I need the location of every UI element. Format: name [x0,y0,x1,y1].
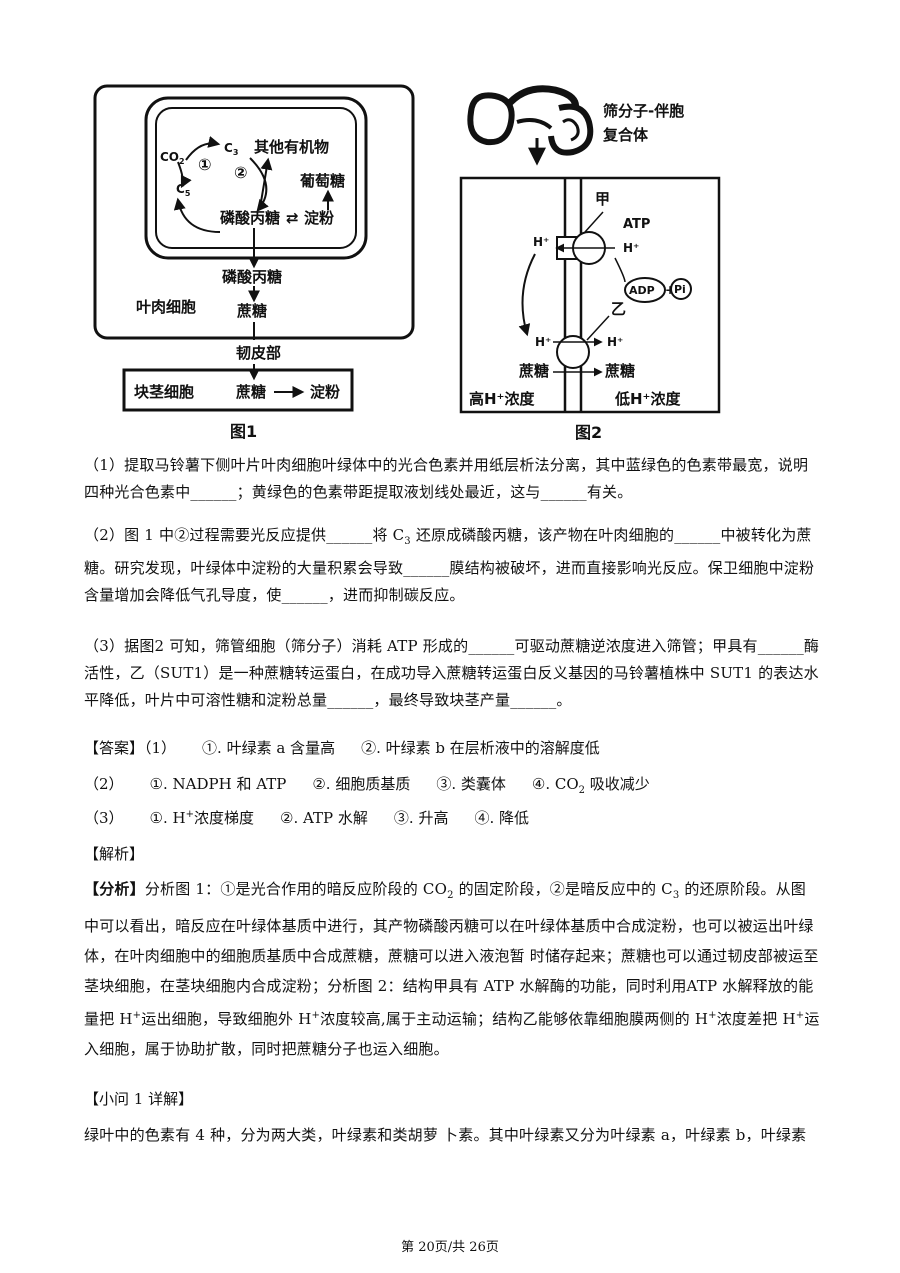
figure-2-caption: 图2 [575,423,602,442]
complex-label-line-1: 筛分子-伴胞 [603,102,684,120]
c5-to-c3-arrow [185,136,221,161]
h-plus-entry-label: H⁺ [607,335,623,349]
figure-2-frame [459,176,721,414]
analysis-heading: 【解析】 [84,845,145,863]
figure-1: CO2 C3 C5 ① ② 其他有机物 葡萄糖 磷酸丙糖 ⇄ 淀粉 磷酸丙糖 叶… [93,84,415,441]
exchange-arrow-label: ⇄ [286,209,299,227]
question-3: （3）据图2 可知，筛管细胞（筛分子）消耗 ATP 形成的______可驱动蔗糖… [84,637,820,709]
triose-phosphate-outer-label: 磷酸丙糖 [222,268,282,286]
h-plus-inside-label: H⁺ [623,241,639,255]
blank: ______ [510,691,557,709]
atp-label: ATP [623,217,650,232]
yi-label: 乙 [611,300,626,318]
blank: ______ [281,586,328,604]
low-h-concentration-label: 低H⁺浓度 [614,390,681,408]
analysis-paragraph: 【分析】分析图 1：①是光合作用的暗反应阶段的 CO2 的固定阶段，②是暗反应中… [84,880,820,1058]
h-plus-diffusion-arrow [518,253,536,337]
adp-node [624,277,666,303]
blank: ______ [190,483,237,501]
sieve-companion-complex-drawing [467,85,594,166]
complex-label-line-2: 复合体 [602,126,649,144]
question-1: （1）提取马铃薯下侧叶片叶肉细胞叶绿体中的光合色素并用纸层析法分离，其中蓝绿色的… [84,456,809,501]
triose-phosphate-inner-label: 磷酸丙糖 [220,209,280,227]
c5-label: C5 [176,182,191,198]
jia-label: 甲 [595,190,610,208]
blank: ______ [757,637,804,655]
h-plus-outside-label: H⁺ [535,335,551,349]
blank: ______ [327,691,374,709]
sucrose-left-label: 蔗糖 [518,362,549,380]
tuber-cell-box [122,368,354,412]
phloem-label: 韧皮部 [236,344,281,362]
h-plus-pumped-label: H⁺ [533,235,549,249]
tuber-cell-label: 块茎细胞 [134,383,194,401]
mesophyll-cell-label: 叶肉细胞 [136,298,196,316]
starch-inner-label: 淀粉 [304,209,334,227]
high-h-concentration-label: 高H⁺浓度 [469,390,535,408]
svg-text:+: + [665,283,675,297]
pi-node [670,278,692,300]
blank: ______ [403,559,450,577]
blank: ______ [674,526,721,544]
triose-to-others-arrow [259,157,273,209]
starch-tuber-label: 淀粉 [310,383,340,401]
sub-question-1-heading: 【小问 1 详解】 [84,1090,194,1108]
figure-2: 筛分子-伴胞 复合体 甲 ATP H⁺ H⁺ ADP + Pi 乙 H⁺ H⁺ … [459,85,721,442]
sucrose-right-label: 蔗糖 [604,362,635,380]
figure-1-caption: 图1 [230,422,257,441]
sucrose-cell-label: 蔗糖 [236,302,267,320]
adp-label: ADP [629,284,655,297]
page-footer: 第 20页/共 26页 [401,1240,499,1255]
other-organics-label: 其他有机物 [254,138,329,156]
question-2: （2）图 1 中②过程需要光反应提供______将 C3 还原成磷酸丙糖，该产物… [84,526,815,604]
sucrose-transporter-yi [556,335,590,369]
blank: ______ [540,483,587,501]
co2-fixation-arrow [177,161,192,189]
glucose-label: 葡萄糖 [299,172,345,190]
co2-label: CO2 [160,150,185,166]
blank: ______ [326,526,373,544]
pi-label: Pi [674,283,686,296]
triose-to-c5-arrow [173,197,221,233]
c3-label: C3 [224,141,238,157]
sucrose-tuber-label: 蔗糖 [235,383,266,401]
step-1-label: ① [198,155,212,174]
sub-question-1-text: 绿叶中的色素有 4 种，分为两大类，叶绿素和类胡萝 卜素。其中叶绿素又分为叶绿素… [84,1126,807,1144]
step-2-label: ② [234,163,248,182]
chloroplast-inner-membrane [155,107,357,249]
blank: ______ [468,637,515,655]
